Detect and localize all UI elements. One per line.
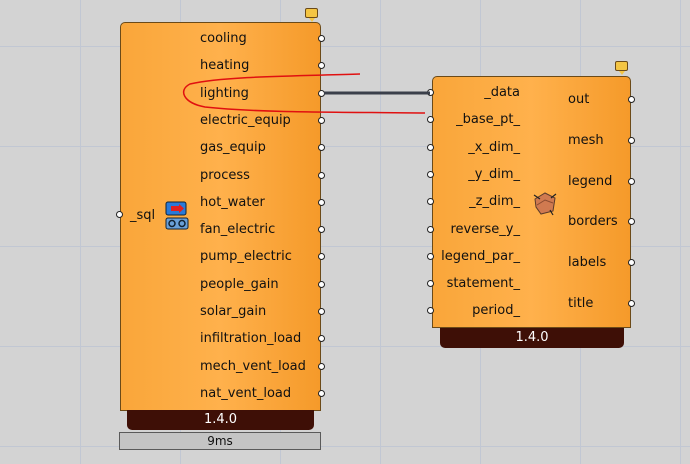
chart-input-port-period[interactable] bbox=[427, 307, 434, 315]
sql-output-label-cooling: cooling bbox=[200, 31, 247, 46]
chart-output-label-borders: borders bbox=[568, 214, 618, 230]
input-sql-label: _sql bbox=[130, 208, 156, 223]
chart-output-port-mesh[interactable] bbox=[628, 136, 635, 144]
sql-output-port-nat-vent-load[interactable] bbox=[318, 389, 325, 397]
sql-output-label-process: process bbox=[200, 167, 250, 183]
chart-version-bar: 1.4.0 bbox=[440, 328, 624, 348]
sql-output-port-process[interactable] bbox=[318, 171, 325, 179]
chart-input-label-y-dim: _y_dim_ bbox=[468, 166, 520, 182]
chart-input-port-statement[interactable] bbox=[427, 280, 434, 288]
chart-output-port-labels[interactable] bbox=[628, 259, 635, 267]
sql-output-label-gas-equip: gas_equip bbox=[200, 140, 266, 156]
sql-output-label-pump-electric: pump_electric bbox=[200, 249, 292, 265]
red-annotation-scribble bbox=[182, 73, 426, 114]
chart-output-port-legend[interactable] bbox=[628, 177, 635, 185]
chart-output-label-legend: legend bbox=[568, 173, 613, 189]
sql-timing-bar: 9ms bbox=[119, 432, 321, 450]
chart-output-port-out[interactable] bbox=[628, 96, 635, 103]
sql-output-port-pump-electric[interactable] bbox=[318, 253, 325, 261]
sql-output-port-heating[interactable] bbox=[318, 62, 325, 70]
chart-message-bubble-icon[interactable] bbox=[615, 61, 628, 75]
sql-output-port-gas-equip[interactable] bbox=[318, 144, 325, 152]
sql-output-port-solar-gain[interactable] bbox=[318, 308, 325, 315]
sql-icon bbox=[165, 201, 189, 231]
chart-input-port-x-dim[interactable] bbox=[427, 143, 434, 151]
chart-input-label-data: _data bbox=[484, 85, 520, 100]
chart-output-label-title: title bbox=[568, 296, 594, 311]
sql-output-port-people-gain[interactable] bbox=[318, 280, 325, 288]
chart-icon bbox=[531, 189, 559, 217]
sql-output-label-hot-water: hot_water bbox=[200, 194, 265, 210]
sql-version-bar: 1.4.0 bbox=[127, 410, 314, 430]
chart-input-port-legend-par[interactable] bbox=[427, 252, 434, 260]
sql-output-port-infiltration-load[interactable] bbox=[318, 335, 325, 343]
sql-output-label-people-gain: people_gain bbox=[200, 276, 279, 292]
chart-input-label-z-dim: _z_dim_ bbox=[469, 194, 520, 210]
chart-output-label-out: out bbox=[568, 92, 590, 107]
chart-input-label-base-pt: _base_pt_ bbox=[456, 112, 520, 128]
chart-input-port-y-dim[interactable] bbox=[427, 170, 434, 178]
sql-output-label-mech-vent-load: mech_vent_load bbox=[200, 358, 306, 374]
sql-output-label-infiltration-load: infiltration_load bbox=[200, 331, 302, 347]
sql-message-bubble-icon[interactable] bbox=[305, 8, 318, 22]
chart-input-port-base-pt[interactable] bbox=[427, 116, 434, 124]
chart-output-label-labels: labels bbox=[568, 255, 607, 271]
chart-output-port-title[interactable] bbox=[628, 300, 635, 307]
chart-output-label-mesh: mesh bbox=[568, 132, 604, 148]
sql-output-port-hot-water[interactable] bbox=[318, 198, 325, 206]
chart-input-label-legend-par: legend_par_ bbox=[441, 248, 520, 264]
sql-output-label-solar-gain: solar_gain bbox=[200, 304, 267, 319]
sql-output-label-heating: heating bbox=[200, 58, 250, 74]
chart-input-label-x-dim: _x_dim_ bbox=[468, 139, 520, 155]
chart-input-port-reverse-y[interactable] bbox=[427, 225, 434, 233]
sql-input-port[interactable] bbox=[116, 211, 123, 218]
chart-input-port-z-dim[interactable] bbox=[427, 198, 434, 206]
chart-input-label-period: period_ bbox=[472, 303, 520, 319]
chart-component[interactable]: _data _base_pt_ _x_dim_ _y_dim_ _z_dim_rever… bbox=[432, 76, 631, 328]
sql-output-port-electric-equip[interactable] bbox=[318, 116, 325, 124]
sql-output-port-fan-electric[interactable] bbox=[318, 226, 325, 234]
chart-input-label-reverse-y: reverse_y_ bbox=[450, 221, 520, 237]
sql-component[interactable]: _sql cooling heating lighting electric_equi… bbox=[120, 22, 321, 411]
sql-output-label-electric-equip: electric_equip bbox=[200, 112, 291, 128]
sql-output-label-lighting: lighting bbox=[200, 85, 249, 101]
chart-output-port-borders[interactable] bbox=[628, 218, 635, 226]
sql-output-label-fan-electric: fan_electric bbox=[200, 222, 276, 238]
sql-output-label-nat-vent-load: nat_vent_load bbox=[200, 385, 292, 401]
chart-input-label-statement: statement_ bbox=[446, 276, 520, 292]
sql-output-port-mech-vent-load[interactable] bbox=[318, 362, 325, 370]
sql-output-port-cooling[interactable] bbox=[318, 35, 325, 42]
